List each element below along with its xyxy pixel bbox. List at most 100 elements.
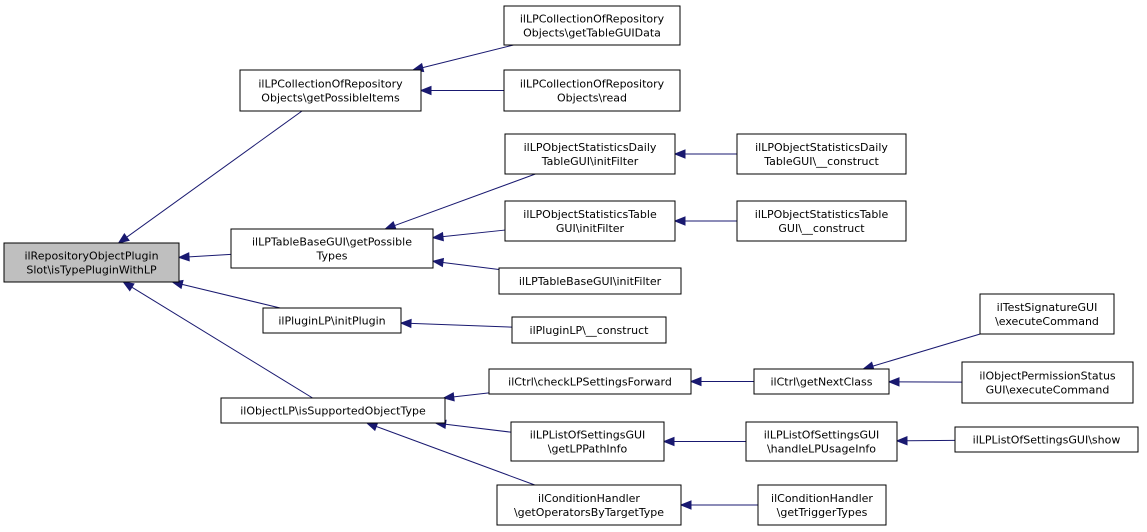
node-label-line: ilLPCollectionOfRepository [520,13,665,26]
node-daily-construct[interactable]: ilLPObjectStatisticsDailyTableGUI\__cons… [736,133,907,175]
node-box [239,69,422,112]
node-label-line: GUI\initFilter [556,222,625,235]
arrowhead-icon [662,436,675,447]
node-daily-initFilter[interactable]: ilLPObjectStatisticsDailyTableGUI\initFi… [504,133,676,175]
edge-line [422,44,514,69]
node-list-show[interactable]: ilLPListOfSettingsGUI\show [954,426,1139,453]
node-objlp-isSupported[interactable]: ilObjectLP\isSupportedObjectType [220,397,446,424]
edge-objlp_isSupported-to-root [122,281,313,399]
edge-testsig_exec-to-ctrl_getNextClass [861,333,981,371]
edge-line [394,173,536,227]
node-box [736,200,907,242]
node-ctrl-getNextClass[interactable]: ilCtrl\getNextClass [753,368,890,395]
node-cond-getTrigger[interactable]: ilConditionHandler\getTriggerTypes [757,484,887,526]
node-box [230,228,434,269]
node-box [498,267,682,295]
node-box [220,397,446,424]
arrowhead-icon [673,216,686,226]
edge-list_getLPPathInfo-to-objlp_isSupported [434,419,512,433]
edge-list_handleUsage-to-list_getLPPathInfo [662,436,746,447]
node-box [510,421,665,462]
node-box [954,426,1139,453]
node-list-getLPPathInfo[interactable]: ilLPListOfSettingsGUI\getLPPathInfo [510,421,665,462]
edge-objperm_exec-to-ctrl_getNextClass [887,377,963,387]
node-objperm-exec[interactable]: ilObjectPermissionStatusGUI\executeComma… [961,361,1134,404]
node-testsig-exec[interactable]: ilTestSignatureGUI\executeCommand [979,293,1115,335]
node-box [961,361,1134,404]
arrowhead-icon [431,257,445,268]
node-label-line: TableGUI\__construct [763,155,879,168]
edges-layer [117,44,981,510]
node-list-handleUsage[interactable]: ilLPListOfSettingsGUI\handleLPUsageInfo [745,421,898,462]
arrowhead-icon [399,318,412,329]
node-label-line: ilLPListOfSettingsGUI [530,429,646,442]
node-label-line: \executeCommand [995,315,1099,328]
edge-line [410,322,513,328]
arrowhead-icon [419,85,432,96]
node-label-line: ilObjectLP\isSupportedObjectType [240,405,426,418]
node-label-line: ilLPObjectStatisticsTable [755,208,889,221]
edge-stat_construct-to-stat_initFilter [673,216,737,226]
node-label-line: GUI\__construct [778,222,865,235]
arrowhead-icon [442,392,455,402]
edge-line [872,333,981,367]
arrowhead-icon [177,252,190,262]
arrowhead-icon [887,377,900,387]
node-label-line: Objects\getPossibleItems [261,92,400,105]
node-box [753,368,890,395]
nodes-layer: ilRepositoryObjectPluginSlot\isTypePlugi… [3,5,1139,526]
edge-plugin_initPlugin-to-root [171,279,281,309]
node-label-line: ilConditionHandler [538,492,640,505]
node-label-line: ilObjectPermissionStatus [979,370,1116,383]
node-label-line: ilTestSignatureGUI [997,301,1098,314]
node-box [503,69,681,112]
node-label-line: ilRepositoryObjectPlugin [24,250,158,263]
node-plugin-construct[interactable]: ilPluginLP\__construct [511,316,667,344]
node-label-line: \handleLPUsageInfo [767,443,876,456]
node-plugin-initPlugin[interactable]: ilPluginLP\initPlugin [262,307,402,334]
arrowhead-icon [431,231,444,242]
edge-line [376,425,535,486]
node-coll-getTableGUIData[interactable]: ilLPCollectionOfRepositoryObjects\getTab… [503,5,681,46]
node-box [979,293,1115,335]
node-label-line: Objects\getTableGUIData [523,27,661,40]
node-box [3,242,180,283]
arrowhead-icon [689,376,702,387]
edge-plugin_construct-to-plugin_initPlugin [399,318,513,329]
arrowhead-icon [365,422,379,432]
node-box [511,316,667,344]
node-label-line: ilLPTableBaseGUI\getPossible [252,236,412,249]
edge-coll_read-to-coll_getPossibleItems [419,85,504,96]
edge-tbl_getPossibleTypes-to-root [177,252,232,262]
node-box [488,368,692,395]
arrowhead-icon [673,149,686,159]
node-box [503,5,681,46]
edge-line [131,286,313,399]
node-label-line: ilLPTableBaseGUI\initFilter [519,275,662,288]
node-label-line: ilLPObjectStatisticsDaily [524,141,657,154]
node-box [262,307,402,334]
node-tbl-initFilter[interactable]: ilLPTableBaseGUI\initFilter [498,267,682,295]
node-box [745,421,898,462]
node-label-line: Objects\read [557,92,627,105]
node-label-line: ilConditionHandler [771,492,873,505]
node-label-line: \getTriggerTypes [777,506,868,519]
node-box [496,484,682,526]
node-label-line: ilLPListOfSettingsGUI [764,429,880,442]
node-coll-getPossibleItems[interactable]: ilLPCollectionOfRepositoryObjects\getPos… [239,69,422,112]
edge-line [181,283,281,309]
edge-daily_construct-to-daily_initFilter [673,149,737,159]
node-label-line: ilLPCollectionOfRepository [258,78,403,91]
edge-line [442,261,500,271]
arrowhead-icon [117,233,130,244]
edge-line [445,423,512,433]
edge-line [442,229,506,238]
edge-ctrl_checkLP-to-objlp_isSupported [442,392,490,402]
node-ctrl-checkLP[interactable]: ilCtrl\checkLPSettingsForward [488,368,692,395]
node-root[interactable]: ilRepositoryObjectPluginSlot\isTypePlugi… [3,242,180,283]
node-cond-getOperators[interactable]: ilConditionHandler\getOperatorsByTargetT… [496,484,682,526]
